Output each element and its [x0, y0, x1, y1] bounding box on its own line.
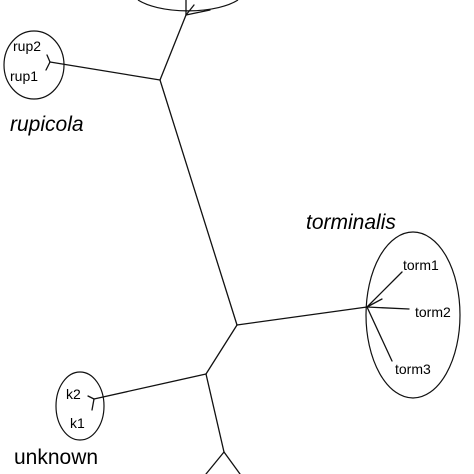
- leaf-torm2: torm2: [415, 304, 451, 320]
- top-clade-ellipse: [137, 0, 239, 12]
- edge-bottom-stem: [205, 373, 225, 453]
- edge-k2: [87, 395, 95, 400]
- edge-top-clade-b: [185, 9, 211, 16]
- leaf-k2: k2: [66, 386, 81, 402]
- rupicola-ellipse: [3, 30, 65, 100]
- edge-k1: [91, 398, 95, 411]
- edge-bottom-clade-a: [205, 451, 225, 474]
- edge-torm1: [366, 271, 403, 308]
- edge-backbone-upper: [159, 79, 238, 326]
- edge-top-clade-a: [185, 4, 195, 16]
- edge-bottom-clade-b: [223, 451, 241, 474]
- edge-torm2: [366, 306, 410, 310]
- group-label-rupicola: rupicola: [10, 113, 84, 136]
- edge-top-clade-stem: [159, 14, 187, 81]
- edge-torm-short: [366, 298, 383, 308]
- group-label-unknown: unknown: [14, 446, 98, 469]
- edge-torm3: [366, 306, 393, 362]
- edge-backbone-lower: [205, 324, 238, 375]
- edge-unknown-stem: [93, 373, 207, 400]
- leaf-torm1: torm1: [403, 257, 439, 273]
- edge-rupicola-stem: [49, 61, 161, 81]
- leaf-k1: k1: [70, 415, 85, 431]
- edge-backbone-middle: [236, 306, 368, 326]
- unknown-ellipse: [55, 371, 105, 441]
- torminalis-ellipse: [365, 231, 461, 399]
- edge-rup1: [45, 61, 51, 71]
- leaf-torm3: torm3: [395, 361, 431, 377]
- group-label-torminalis: torminalis: [306, 211, 396, 234]
- leaf-rup1: rup1: [10, 68, 38, 84]
- edge-rup2: [46, 54, 51, 63]
- leaf-rup2: rup2: [13, 38, 41, 54]
